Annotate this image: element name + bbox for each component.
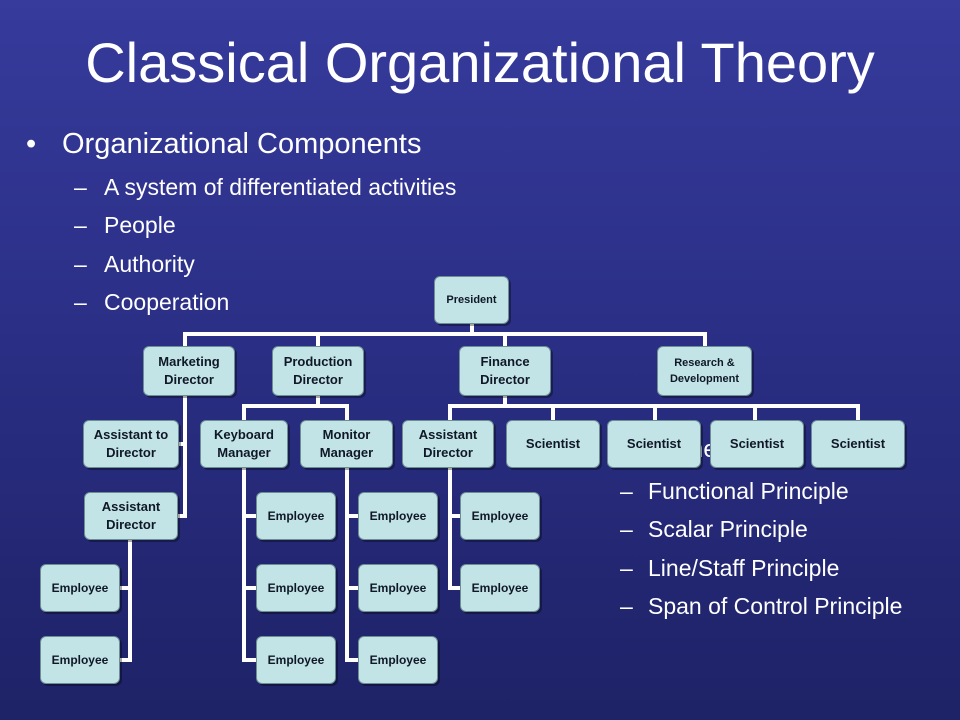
org-node-scientist: Scientist (607, 420, 701, 468)
org-node-scientist: Scientist (506, 420, 600, 468)
org-node-production-director: Production Director (272, 346, 364, 396)
bullet-marker: • (26, 128, 37, 160)
org-node-employee: Employee (460, 564, 540, 612)
bullet-text: Organizational Components (62, 128, 422, 160)
slide-title: Classical Organizational Theory (85, 31, 875, 94)
principle-item: –Span of Control Principle (620, 593, 902, 620)
principle-item: –Line/Staff Principle (620, 555, 839, 582)
dash: – (620, 555, 633, 581)
component-text: A system of differentiated activities (104, 174, 457, 200)
component-item: –A system of differentiated activities (74, 174, 456, 201)
org-node-keyboard-manager: Keyboard Manager (200, 420, 288, 468)
component-item: –Authority (74, 251, 195, 278)
org-node-employee: Employee (40, 636, 120, 684)
principle-text: Functional Principle (648, 478, 849, 504)
component-text: Cooperation (104, 289, 230, 315)
component-item: –Cooperation (74, 289, 229, 316)
dash: – (74, 174, 87, 200)
org-node-marketing-director: Marketing Director (143, 346, 235, 396)
dash: – (74, 212, 87, 238)
component-text: Authority (104, 251, 195, 277)
org-node-assistant-director-finance: Assistant Director (402, 420, 494, 468)
principle-item: –Scalar Principle (620, 516, 808, 543)
principle-text: Line/Staff Principle (648, 555, 840, 581)
org-node-employee: Employee (358, 564, 438, 612)
component-text: People (104, 212, 176, 238)
dash: – (620, 478, 633, 504)
org-node-scientist: Scientist (710, 420, 804, 468)
org-node-employee: Employee (256, 564, 336, 612)
org-node-assistant-to-director: Assistant to Director (83, 420, 179, 468)
org-node-president: President (434, 276, 509, 324)
org-node-employee: Employee (358, 492, 438, 540)
org-node-employee: Employee (256, 492, 336, 540)
dash: – (620, 593, 633, 619)
org-node-employee: Employee (460, 492, 540, 540)
org-node-research-development: Research & Development (657, 346, 752, 396)
org-node-finance-director: Finance Director (459, 346, 551, 396)
org-node-scientist: Scientist (811, 420, 905, 468)
bullet-organizational-components: • Organizational Components (26, 128, 421, 161)
principle-text: Span of Control Principle (648, 593, 903, 619)
principle-text: Scalar Principle (648, 516, 808, 542)
dash: – (74, 289, 87, 315)
org-node-employee: Employee (358, 636, 438, 684)
principle-item: –Functional Principle (620, 478, 849, 505)
org-node-employee: Employee (40, 564, 120, 612)
component-item: –People (74, 212, 176, 239)
dash: – (620, 516, 633, 542)
dash: – (74, 251, 87, 277)
org-node-employee: Employee (256, 636, 336, 684)
org-node-assistant-director-marketing: Assistant Director (84, 492, 178, 540)
org-node-monitor-manager: Monitor Manager (300, 420, 393, 468)
